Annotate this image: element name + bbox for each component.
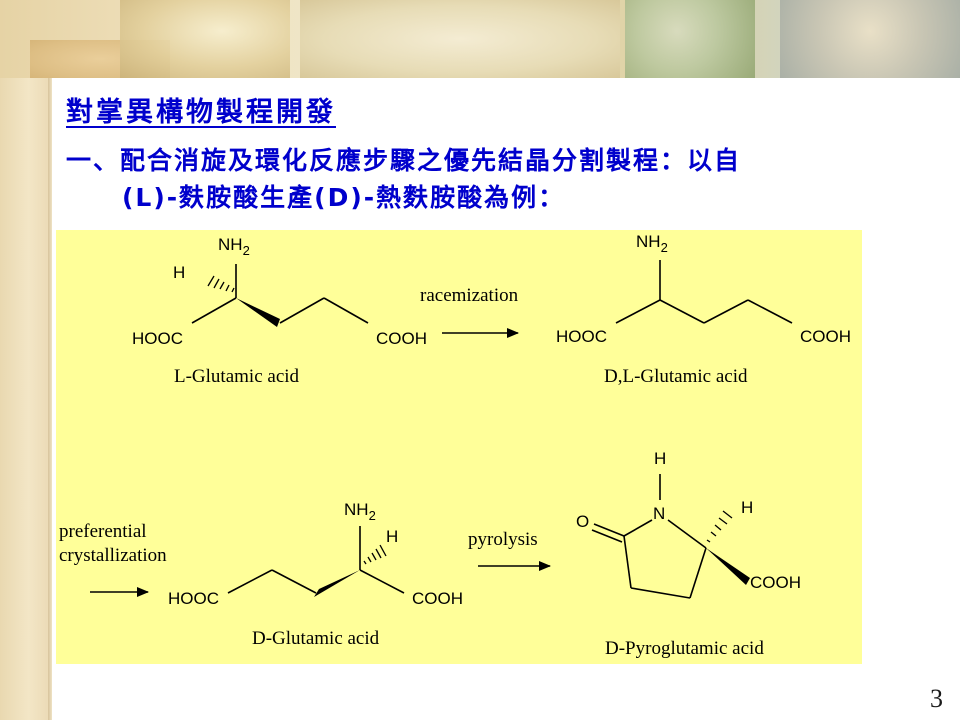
d-pyro-nh-h-label: H bbox=[654, 449, 666, 468]
pyrolysis-label: pyrolysis bbox=[468, 529, 538, 550]
slide-title: 對掌異構物製程開發 bbox=[66, 97, 336, 128]
dl-glutamic-acid-caption: D,L-Glutamic acid bbox=[604, 366, 748, 387]
racemization-label: racemization bbox=[420, 285, 519, 306]
d-glu-h-label: H bbox=[386, 527, 398, 546]
left-decorative-strip bbox=[0, 0, 52, 720]
d-pyroglutamic-acid-structure bbox=[591, 474, 733, 599]
d-glutamic-acid-caption: D-Glutamic acid bbox=[252, 628, 380, 649]
d-pyro-o-label: O bbox=[576, 512, 589, 531]
l-glu-h-label: H bbox=[173, 263, 185, 282]
crystallization-label: crystallization bbox=[59, 545, 167, 566]
banner-foliage-texture bbox=[625, 0, 755, 78]
d-glu-cooh-label: COOH bbox=[412, 589, 463, 608]
d-pyro-wedge-bond bbox=[706, 548, 750, 585]
subtitle-line-2: (L)-麩胺酸生產(D)-熱麩胺酸為例： bbox=[122, 183, 566, 212]
banner-flower-texture bbox=[780, 0, 960, 78]
subtitle-line-1: 一、配合消旋及環化反應步驟之優先結晶分割製程：以自 bbox=[66, 146, 742, 175]
dl-glu-nh2-label: NH2 bbox=[636, 232, 668, 255]
l-glu-cooh-label: COOH bbox=[376, 329, 427, 348]
banner-leaf-texture bbox=[120, 0, 290, 78]
l-glu-hooc-label: HOOC bbox=[132, 329, 183, 348]
d-pyroglutamic-acid-caption: D-Pyroglutamic acid bbox=[605, 638, 764, 659]
dl-glu-hooc-label: HOOC bbox=[556, 327, 607, 346]
l-glu-wedge-bond bbox=[236, 298, 280, 327]
dl-glutamic-acid-structure bbox=[615, 260, 793, 324]
d-glu-hooc-label: HOOC bbox=[168, 589, 219, 608]
d-glu-nh2-label: NH2 bbox=[344, 500, 376, 523]
d-pyro-cooh-label: COOH bbox=[750, 573, 801, 592]
d-pyro-n-label: N bbox=[653, 504, 665, 523]
reaction-scheme-svg: NH2 H HOOC COOH L-Glutamic acid racemiza… bbox=[59, 232, 851, 659]
page-number: 3 bbox=[930, 684, 943, 713]
preferential-label: preferential bbox=[59, 521, 147, 542]
d-pyro-h-label: H bbox=[741, 498, 753, 517]
dl-glu-cooh-label: COOH bbox=[800, 327, 851, 346]
reaction-scheme-figure: NH2 H HOOC COOH L-Glutamic acid racemiza… bbox=[56, 230, 862, 664]
d-glu-wedge-bond bbox=[314, 570, 360, 597]
l-glu-nh2-label: NH2 bbox=[218, 235, 250, 258]
top-decorative-banner bbox=[0, 0, 960, 78]
l-glutamic-acid-caption: L-Glutamic acid bbox=[174, 366, 300, 387]
l-glutamic-acid-structure bbox=[191, 264, 369, 324]
banner-paper-texture bbox=[300, 0, 620, 78]
d-glutamic-acid-structure bbox=[227, 526, 405, 594]
